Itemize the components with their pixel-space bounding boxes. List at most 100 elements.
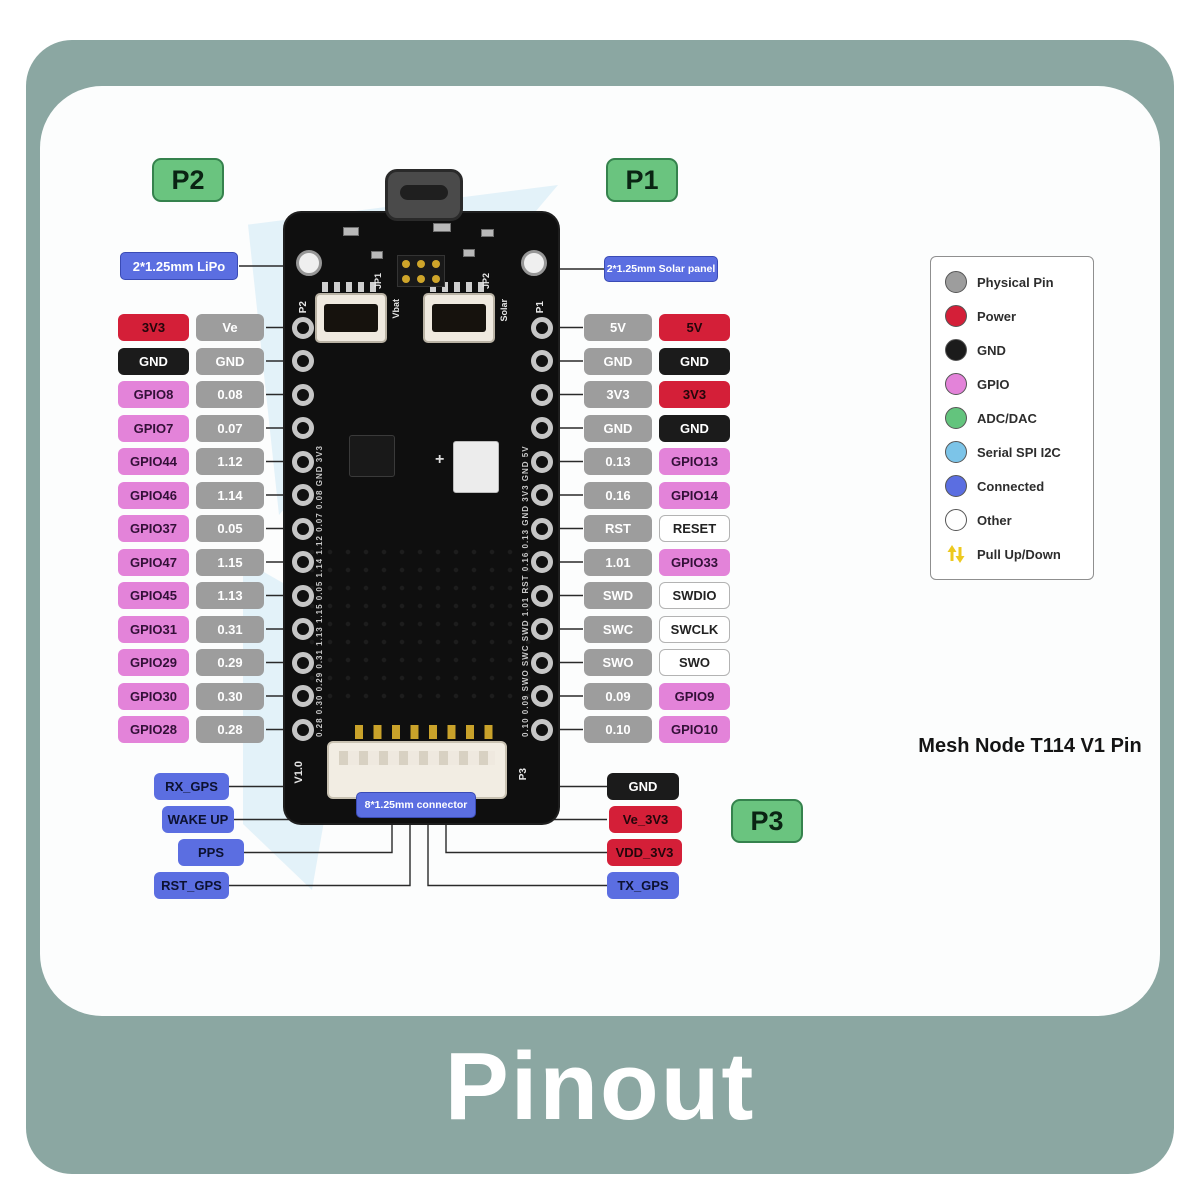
pin-label-inner: 1.12 <box>196 448 264 475</box>
pin-label-outer: GPIO45 <box>118 582 189 609</box>
silk-plus-mark: + <box>435 451 445 468</box>
pin-label-inner: RST <box>584 515 652 542</box>
legend-dot-connected <box>945 475 967 497</box>
pcb-board: 0.28 0.30 0.29 0.31 1.13 1.15 0.05 1.14 … <box>285 169 558 823</box>
header-pin <box>401 259 410 268</box>
pin-hole <box>531 484 553 506</box>
pin-row: SWD SWDIO <box>584 582 730 609</box>
silk-tag-jp2: JP2 <box>481 273 491 290</box>
legend-dot-serial <box>945 441 967 463</box>
pin-label-outer: 3V3 <box>118 314 189 341</box>
pin-label-inner: GND <box>584 414 652 442</box>
header-pin <box>401 274 410 283</box>
pin-label-inner: 0.28 <box>196 716 264 743</box>
legend-dot-adc <box>945 407 967 429</box>
badge-pps: PPS <box>178 839 244 866</box>
pin-label-outer: RESET <box>659 515 730 542</box>
pin-label-outer: GPIO44 <box>118 448 189 475</box>
legend-label: Connected <box>977 478 1045 494</box>
pin-label-outer: GPIO14 <box>659 481 730 509</box>
pin-label-inner: 1.14 <box>196 481 264 509</box>
badge-vdd-3v3: VDD_3V3 <box>607 839 682 866</box>
port-badge-p2: P2 <box>152 158 224 202</box>
banner-title: Pinout <box>444 1033 756 1140</box>
pin-label-outer: 3V3 <box>659 381 730 408</box>
component <box>433 223 451 232</box>
pin-label-outer: GPIO37 <box>118 515 189 542</box>
pin-label-outer: GND <box>659 347 730 375</box>
legend-label: Pull Up/Down <box>977 546 1061 562</box>
pin-hole <box>531 417 553 439</box>
pin-label-inner: 1.13 <box>196 582 264 609</box>
jst-connector-vbat <box>315 293 387 343</box>
via-pattern <box>303 543 537 703</box>
board-caption: Mesh Node T114 V1 Pin <box>918 735 1142 757</box>
pin-label-inner: 0.13 <box>584 448 652 475</box>
pull-updown-icon <box>945 543 967 565</box>
header-pin <box>416 259 425 268</box>
pin-label-outer: SWDIO <box>659 582 730 609</box>
pin-label-inner: Ve <box>196 314 264 341</box>
legend-item-serial: Serial SPI I2C <box>945 441 1085 463</box>
pin-hole <box>531 651 553 674</box>
pin-label-outer: GPIO31 <box>118 615 189 643</box>
pin-label-outer: SWO <box>659 649 730 676</box>
legend-item-power: Power <box>945 305 1085 327</box>
pin-hole <box>292 551 314 573</box>
silk-tag-version: V1.0 <box>293 761 305 784</box>
pin-label-inner: GND <box>196 347 264 375</box>
legend-dot-gpio <box>945 373 967 395</box>
badge-tx-gps: TX_GPS <box>607 872 679 899</box>
component <box>371 251 383 259</box>
legend-item-gnd: GND <box>945 339 1085 361</box>
pin-label-inner: 0.07 <box>196 414 264 442</box>
header-pin <box>432 259 441 268</box>
pin-label-inner: 0.30 <box>196 682 264 710</box>
pin-label-outer: GND <box>659 414 730 442</box>
pin-row: GPIO44 1.12 <box>118 448 264 475</box>
legend-label: Physical Pin <box>977 274 1054 290</box>
pin-hole <box>531 685 553 707</box>
legend-item-connected: Connected <box>945 475 1085 497</box>
pin-label-outer: GPIO13 <box>659 448 730 475</box>
pin-row: GPIO45 1.13 <box>118 582 264 609</box>
pin-label-inner: SWD <box>584 582 652 609</box>
pin-hole <box>292 450 314 473</box>
legend-label: Other <box>977 512 1012 528</box>
pin-label-outer: GPIO9 <box>659 682 730 710</box>
header-pin <box>432 274 441 283</box>
legend-label: Power <box>977 308 1017 324</box>
badge-rst-gps: RST_GPS <box>154 872 229 899</box>
legend-item-adc: ADC/DAC <box>945 407 1085 429</box>
silk-tag-vbat: Vbat <box>391 299 401 319</box>
jst-pins <box>322 282 380 292</box>
pin-label-inner: 3V3 <box>584 381 652 408</box>
pin-hole <box>292 618 314 640</box>
pin-label-outer: GPIO47 <box>118 548 189 576</box>
pin-hole <box>292 685 314 707</box>
legend-item-gpio: GPIO <box>945 373 1085 395</box>
component <box>453 441 499 493</box>
pin-hole <box>292 584 314 607</box>
pin-label-inner: 0.16 <box>584 481 652 509</box>
pin-hole <box>531 584 553 607</box>
legend-label: GPIO <box>977 376 1010 392</box>
legend-item-other: Other <box>945 509 1085 531</box>
mounting-hole <box>296 250 322 276</box>
pin-label-outer: 5V <box>659 314 730 341</box>
pin-hole <box>531 316 553 339</box>
pin-hole <box>531 350 553 372</box>
pin-label-inner: 0.08 <box>196 381 264 408</box>
